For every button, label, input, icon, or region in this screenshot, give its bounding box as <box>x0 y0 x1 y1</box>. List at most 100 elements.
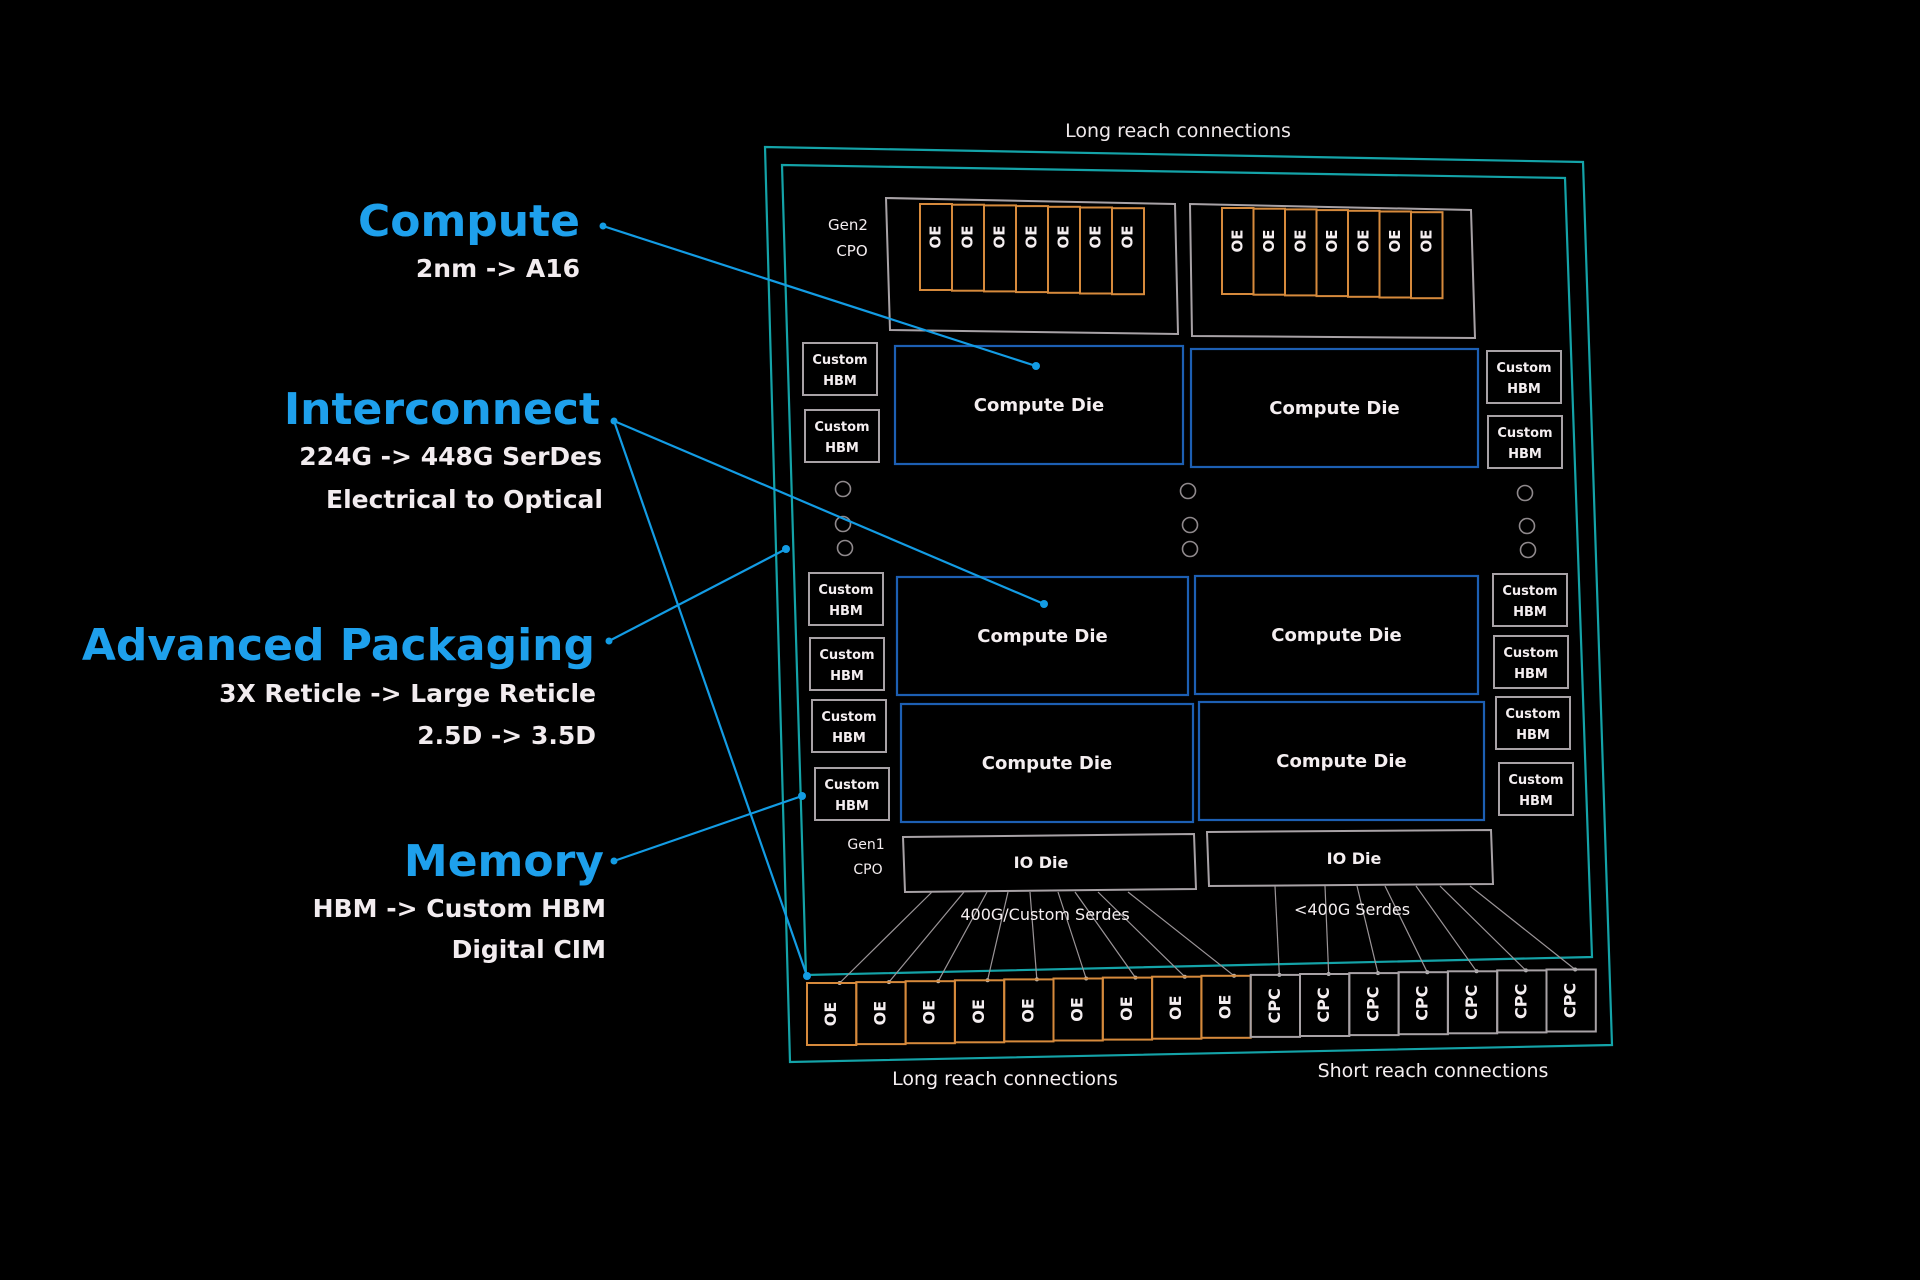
serdes-wire <box>1415 885 1478 972</box>
bottom-oe-label: OE <box>1018 998 1037 1023</box>
top-oe-left-module-label: OE <box>1119 226 1137 249</box>
callout-dot-memory-start <box>610 857 618 865</box>
compute-die-label: Compute Die <box>1276 751 1406 772</box>
serdes-wire <box>1127 891 1235 977</box>
serdes-wire <box>888 891 965 983</box>
callout-title-compute: Compute <box>358 196 580 247</box>
callout-memory: Memory HBM -> Custom HBM Digital CIM <box>313 836 606 964</box>
bottom-cpc-label: CPC <box>1265 988 1284 1023</box>
bottom-oe-label: OE <box>1068 997 1087 1022</box>
hbm-right-stack-label: Custom <box>1503 646 1558 661</box>
callout-dot-interconnect-start <box>610 417 618 425</box>
serdes-wire <box>937 891 988 982</box>
hbm-right-stack-label: Custom <box>1496 361 1551 376</box>
callout-title-memory: Memory <box>404 836 604 887</box>
top-oe-right-module-box <box>1410 211 1444 300</box>
hbm-left-stack <box>809 637 885 691</box>
hbm-left-stack-label: Custom <box>819 648 874 663</box>
via-icon <box>1181 540 1199 558</box>
callout-title-interconnect: Interconnect <box>284 384 600 435</box>
gen1-label: Gen1 <box>847 837 884 853</box>
hbm-right-stack <box>1492 573 1568 627</box>
hbm-right-stack-label: Custom <box>1502 584 1557 599</box>
bottom-cpc-label: CPC <box>1561 983 1580 1018</box>
hbm-left-stack <box>814 767 890 821</box>
hbm-left-stack <box>811 699 887 753</box>
bottom-oe-label: OE <box>1166 995 1185 1020</box>
top-oe-right-module-label: OE <box>1386 230 1404 253</box>
callout-line-interconnect-2: Electrical to Optical <box>326 485 603 514</box>
hbm-column-right: CustomHBMCustomHBMCustomHBMCustomHBMCust… <box>1486 350 1574 816</box>
top-cpo-block-left <box>884 196 1180 336</box>
via-icon <box>1516 484 1534 502</box>
callout-dot-memory-end <box>798 792 806 800</box>
hbm-right-stack-label: Custom <box>1505 707 1560 722</box>
callout-line-memory-2: Digital CIM <box>452 935 606 964</box>
bottom-oe-label: OE <box>821 1002 840 1027</box>
hbm-right-stack <box>1498 762 1574 816</box>
hbm-column-left: CustomHBMCustomHBMCustomHBMCustomHBMCust… <box>802 342 890 821</box>
hbm-left-stack-label: Custom <box>824 778 879 793</box>
serdes-wire <box>1469 885 1576 970</box>
hbm-right-stack-label: Custom <box>1508 773 1563 788</box>
top-oe-left-module-box <box>1111 207 1145 296</box>
callout-lines <box>599 222 1048 980</box>
hbm-left-stack <box>804 409 880 463</box>
top-oe-right-module-label: OE <box>1228 230 1246 253</box>
top-oe-right-module-box <box>1378 210 1412 299</box>
top-oe-left-module-label: OE <box>927 226 945 249</box>
top-oe-right-module-box <box>1347 209 1381 298</box>
callout-dot-interconnect-end-a <box>1040 600 1048 608</box>
cpo-bottom-label: CPO <box>853 862 882 878</box>
short-reach-bottom-label: Short reach connections <box>1318 1060 1549 1082</box>
io-die-right <box>1205 828 1495 888</box>
compute-die <box>1193 574 1480 696</box>
serdes-wires <box>837 885 1578 985</box>
bottom-cpc-label: CPC <box>1363 986 1382 1021</box>
bottom-oe-label: OE <box>969 999 988 1024</box>
package-outer-outline <box>763 145 1614 1064</box>
top-cpo-block-right <box>1188 202 1477 340</box>
compute-die <box>1189 347 1480 469</box>
hbm-left-stack-label: HBM <box>829 604 863 619</box>
compute-die-label: Compute Die <box>1271 625 1401 646</box>
serdes-wire <box>839 891 933 984</box>
top-oe-right-module-label: OE <box>1323 230 1341 253</box>
callout-dot-packaging-end <box>782 545 790 553</box>
top-oe-left-module-label: OE <box>1087 226 1105 249</box>
bottom-cpc-module <box>1545 968 1597 1033</box>
serdes-wire <box>1097 891 1186 978</box>
hbm-left-stack-label: HBM <box>823 374 857 389</box>
hbm-right-stack-label: HBM <box>1507 382 1541 397</box>
bottom-cpc-label: CPC <box>1314 987 1333 1022</box>
compute-die <box>899 702 1195 824</box>
io-die-right-label: IO Die <box>1327 849 1382 868</box>
hbm-right-stack <box>1487 415 1563 469</box>
compute-die <box>1197 700 1486 822</box>
cpo-top-label: CPO <box>836 242 867 260</box>
bottom-oe-label: OE <box>870 1001 889 1026</box>
long-reach-top-label: Long reach connections <box>1065 120 1291 142</box>
compute-die <box>893 344 1185 466</box>
callout-dot-packaging-start <box>605 637 613 645</box>
callout-dot-compute-start <box>599 222 607 230</box>
callout-line-packaging <box>608 548 787 642</box>
gen2-label: Gen2 <box>828 216 868 234</box>
via-icon <box>834 480 852 498</box>
callout-line-interconnect-1: 224G -> 448G SerDes <box>299 442 602 471</box>
serdes-wire <box>1356 885 1379 974</box>
callout-advanced-packaging: Advanced Packaging 3X Reticle -> Large R… <box>82 620 596 750</box>
bottom-cpc-label: CPC <box>1511 984 1530 1019</box>
callout-line-compute <box>602 224 1037 368</box>
hbm-right-stack-label: Custom <box>1497 426 1552 441</box>
top-oe-right-module-label: OE <box>1417 230 1435 253</box>
top-oe-left-module-box <box>1079 206 1113 295</box>
serdes-wire <box>1324 885 1330 975</box>
top-oe-left-module-label: OE <box>991 226 1009 249</box>
hbm-left-stack <box>808 572 884 626</box>
